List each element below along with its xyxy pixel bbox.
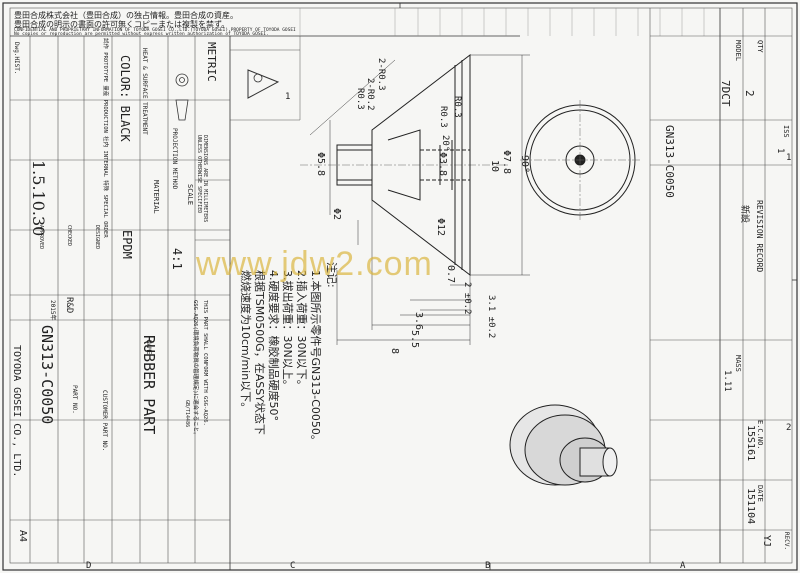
gsg-note-en: THIS PART SHALL CONFORM WITH GSG-AQ26. bbox=[202, 300, 208, 426]
prototype-label: 試作 PROTOTYPE 量産 PRODUCTION 社内 INTERNAL 特… bbox=[102, 38, 108, 238]
part-no: GN313-C0050 bbox=[38, 325, 56, 425]
gsg-note: GSG-AQ26(環境負荷物質の管理規定)に適合すること。 bbox=[192, 300, 198, 438]
checked-label: CHECKED bbox=[66, 225, 72, 247]
dim-2-r03: 2-R0.3 bbox=[376, 58, 386, 91]
qty-label: QTY bbox=[756, 40, 764, 53]
watermark: www.jdw2.com bbox=[196, 245, 433, 283]
note-3: 3.拔出荷重：30N以上。 bbox=[281, 270, 294, 391]
date-mark: 1.5.10.30 bbox=[29, 160, 48, 237]
dim-2-tol: 2 ±0.2 bbox=[462, 282, 472, 315]
confidential-jp-2: 豊田合成の明示の書面の許可無くコピーまたは複製を禁ず。 bbox=[14, 20, 230, 29]
dim-r03-c: R0.3 bbox=[452, 96, 462, 118]
date-value: 151104 bbox=[745, 488, 756, 525]
treatment-label: HEAT & SURFACE TREATMENT bbox=[141, 48, 148, 135]
ec-label: E.C.NO. bbox=[756, 420, 764, 450]
note-6: 燃烧速度为10cm/min以下。 bbox=[239, 270, 252, 414]
dim-d10: 10 bbox=[489, 160, 500, 173]
mass-label: MASS bbox=[734, 355, 742, 372]
revision-entry: 新設 bbox=[739, 205, 749, 224]
dim-r03-d: R0.3 bbox=[438, 106, 448, 128]
dim-r03-b: R0.3 bbox=[355, 88, 365, 110]
dept-label: R&D bbox=[64, 297, 74, 314]
dim-d07: 0.7 bbox=[445, 265, 456, 284]
confidential-jp-1: 豊田合成株式会社（豊田合成）の独占情報。豊田合成の資産。 bbox=[14, 11, 238, 20]
dim-2-r02: 2-R0.2 bbox=[365, 78, 375, 111]
note-4: 4.硬度要求：橡胶制品硬度50° bbox=[267, 270, 280, 421]
dwg-hist: Dwg.HIST. bbox=[13, 42, 20, 75]
qty-value: 2 bbox=[743, 90, 756, 97]
note-5: 根据TSM0500G，在ASSY状态下 bbox=[253, 270, 266, 435]
part-name: RUBBER PART bbox=[140, 335, 158, 435]
dims-note: DIMENSIONS ARE IN MILLIMETERS UNLESS OTH… bbox=[196, 135, 208, 223]
gb-note: GB/T14486 bbox=[184, 400, 190, 428]
confidential-en-2: No copies or reproduction are permitted … bbox=[14, 32, 269, 37]
dim-angle-20: 20° bbox=[440, 135, 450, 152]
model-value: 7DCT bbox=[719, 80, 732, 107]
dim-d58: Φ5.8 bbox=[315, 152, 326, 177]
dim-d12: Φ12 bbox=[435, 218, 446, 237]
company-name: TOYODA GOSEI CO., LTD. bbox=[11, 345, 22, 478]
model-label: MODEL bbox=[734, 40, 742, 62]
roughness-value: 1 bbox=[285, 92, 291, 102]
year-label: 2015年 bbox=[49, 300, 56, 321]
scale-value: 4:1 bbox=[170, 248, 184, 270]
dim-55: 5.5 bbox=[409, 330, 420, 349]
isometric-view bbox=[509, 404, 618, 486]
side-view bbox=[300, 53, 510, 277]
customer-label: CUSTOMER PART NO. bbox=[101, 390, 108, 452]
iss-label: ISS bbox=[782, 125, 790, 138]
part-no-label: PART NO. bbox=[71, 385, 78, 414]
material-label: MATERIAL bbox=[152, 180, 160, 214]
color-label: COLOR: BLACK bbox=[118, 55, 132, 142]
confidential-en-1: CONFIDENTIAL AND PROPRIETARY INFORMATION… bbox=[14, 28, 296, 33]
dim-31-tol: 3.1 ±0.2 bbox=[486, 295, 496, 339]
dim-angle-90: 90° bbox=[519, 155, 530, 174]
designed-label: DESIGNED bbox=[94, 225, 100, 250]
dim-d38: Φ3.8 bbox=[437, 152, 448, 177]
recv-value: YJ bbox=[761, 535, 772, 548]
mass-value: 1.11 bbox=[722, 370, 732, 392]
sheet-size: A4 bbox=[17, 530, 28, 543]
note-1: 1.本图所示零件号GN313-C0050。 bbox=[309, 270, 322, 446]
grid-letter-a: A bbox=[680, 561, 686, 571]
projection-label: PROJECTION METHOD bbox=[171, 128, 178, 190]
dim-d2: Φ2 bbox=[331, 208, 342, 221]
grid-number-2: 2 bbox=[786, 423, 791, 433]
note-2: 2.插入荷重：30N以下。 bbox=[295, 270, 308, 391]
dim-d78: Φ7.8 bbox=[501, 150, 512, 175]
grid-letter-d: D bbox=[86, 561, 91, 571]
iss-value: 1 bbox=[775, 148, 785, 154]
dim-36: 3.6 bbox=[413, 312, 424, 331]
grid-letter-c: C bbox=[290, 561, 295, 571]
scale-label: SCALE bbox=[186, 184, 194, 206]
grid-letter-b: B bbox=[485, 561, 490, 571]
revision-record-label: REVISION RECORD bbox=[755, 200, 764, 273]
material-value: EPDM bbox=[120, 230, 134, 259]
dim-8: 8 bbox=[389, 348, 400, 355]
grid-number-1: 1 bbox=[786, 153, 791, 163]
part-code: GN313-C0050 bbox=[663, 125, 676, 198]
end-view bbox=[520, 100, 640, 220]
date-label: DATE bbox=[756, 485, 764, 502]
metric-label: METRIC bbox=[205, 42, 218, 82]
recv-label: RECV. bbox=[783, 532, 790, 551]
ec-value: 15S161 bbox=[745, 425, 756, 462]
